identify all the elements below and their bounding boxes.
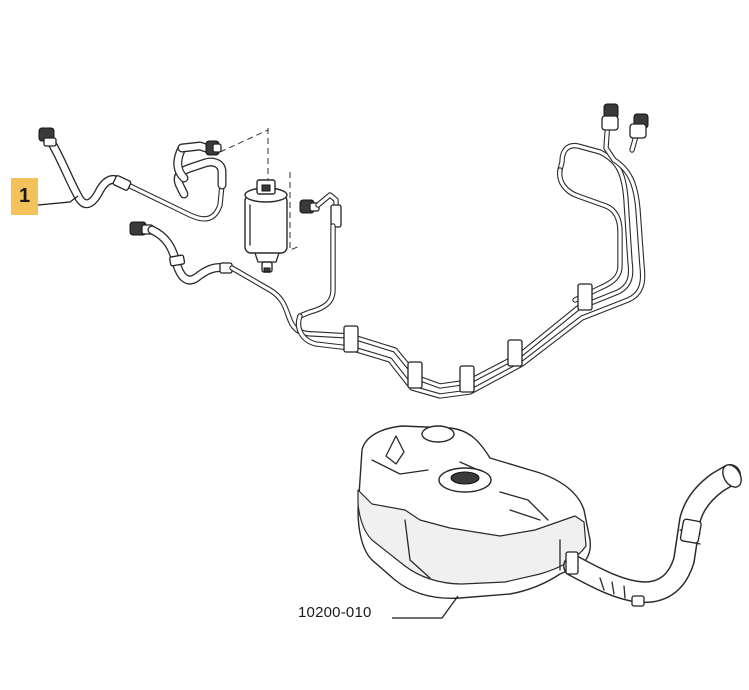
quick-connector-icon — [205, 140, 222, 156]
quick-connector-icon — [629, 113, 649, 139]
fuel-line-bundle[interactable] — [229, 103, 649, 399]
quick-connector-icon — [38, 127, 57, 147]
fuel-filter[interactable] — [219, 128, 301, 273]
filler-neck[interactable] — [563, 462, 745, 607]
fuel-tank[interactable] — [357, 425, 591, 600]
part-label-leader — [392, 595, 459, 619]
fuel-hose-part-1[interactable] — [38, 127, 225, 222]
callout-leader-1 — [37, 195, 79, 206]
part-reference-label: 10200-010 — [298, 604, 372, 621]
return-hose[interactable] — [129, 221, 233, 285]
callout-number-badge[interactable]: 1 — [11, 178, 38, 215]
filter-outlet-pipe[interactable] — [297, 192, 342, 319]
filter-inlet-tube[interactable] — [173, 140, 227, 199]
quick-connector-icon — [601, 103, 619, 131]
